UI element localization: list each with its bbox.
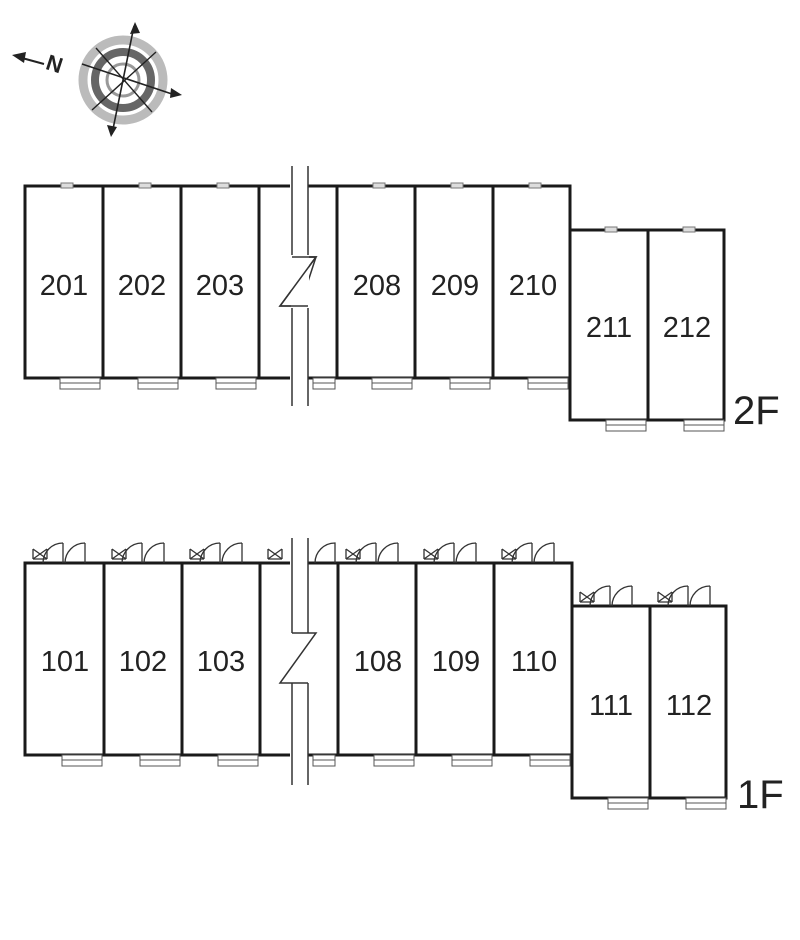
unit-203-label: 203 — [196, 270, 244, 302]
north-label: N — [43, 50, 66, 79]
door-swing-icon — [314, 542, 336, 564]
door-swing-icon — [511, 542, 533, 564]
meter-box-icon — [189, 548, 205, 560]
door-swing-icon — [199, 542, 221, 564]
unit-208-label: 208 — [353, 270, 401, 302]
floor-2f-label: 2F — [733, 389, 780, 433]
door-swing-icon — [433, 542, 455, 564]
plan-break-1f — [278, 538, 318, 785]
meter-box-icon — [579, 591, 595, 603]
unit-201-label: 201 — [40, 270, 88, 302]
unit-101-label: 101 — [41, 646, 89, 678]
unit-109-label: 109 — [432, 646, 480, 678]
meter-box-icon — [32, 548, 48, 560]
unit-210-label: 210 — [509, 270, 557, 302]
compass: N — [12, 22, 182, 137]
meter-box-icon — [345, 548, 361, 560]
door-swing-icon — [355, 542, 377, 564]
door-swing-icon — [64, 542, 86, 564]
door-swing-icon — [533, 542, 555, 564]
door-swing-icon — [667, 585, 689, 607]
door-swing-icon — [611, 585, 633, 607]
unit-112-label: 112 — [666, 690, 712, 722]
compass-rose-icon — [78, 22, 182, 137]
floor-1f-label: 1F — [737, 773, 784, 817]
door-swing-icon — [221, 542, 243, 564]
unit-202-label: 202 — [118, 270, 166, 302]
plan-break-2f — [278, 166, 318, 406]
door-swing-icon — [377, 542, 399, 564]
meter-box-icon — [657, 591, 673, 603]
door-swing-icon — [589, 585, 611, 607]
unit-212-label: 212 — [663, 312, 711, 344]
unit-103-label: 103 — [197, 646, 245, 678]
meter-box-icon — [111, 548, 127, 560]
floor-1f: 101 102 103 108 109 110 111 112 1F — [23, 538, 784, 817]
meter-box-icon — [501, 548, 517, 560]
door-swing-icon — [455, 542, 477, 564]
unit-211-label: 211 — [586, 312, 632, 344]
door-swing-icon — [42, 542, 64, 564]
meter-box-icon — [423, 548, 439, 560]
unit-102-label: 102 — [119, 646, 167, 678]
door-swing-icon — [121, 542, 143, 564]
unit-209-label: 209 — [431, 270, 479, 302]
unit-108-label: 108 — [354, 646, 402, 678]
door-swing-icon — [143, 542, 165, 564]
unit-111-label: 111 — [589, 690, 633, 722]
meter-box-icon — [267, 548, 283, 560]
door-swing-icon — [689, 585, 711, 607]
north-arrow-icon — [12, 52, 45, 65]
unit-110-label: 110 — [511, 646, 557, 678]
floor-2f: 201 202 203 208 209 210 211 212 2F — [23, 166, 780, 433]
